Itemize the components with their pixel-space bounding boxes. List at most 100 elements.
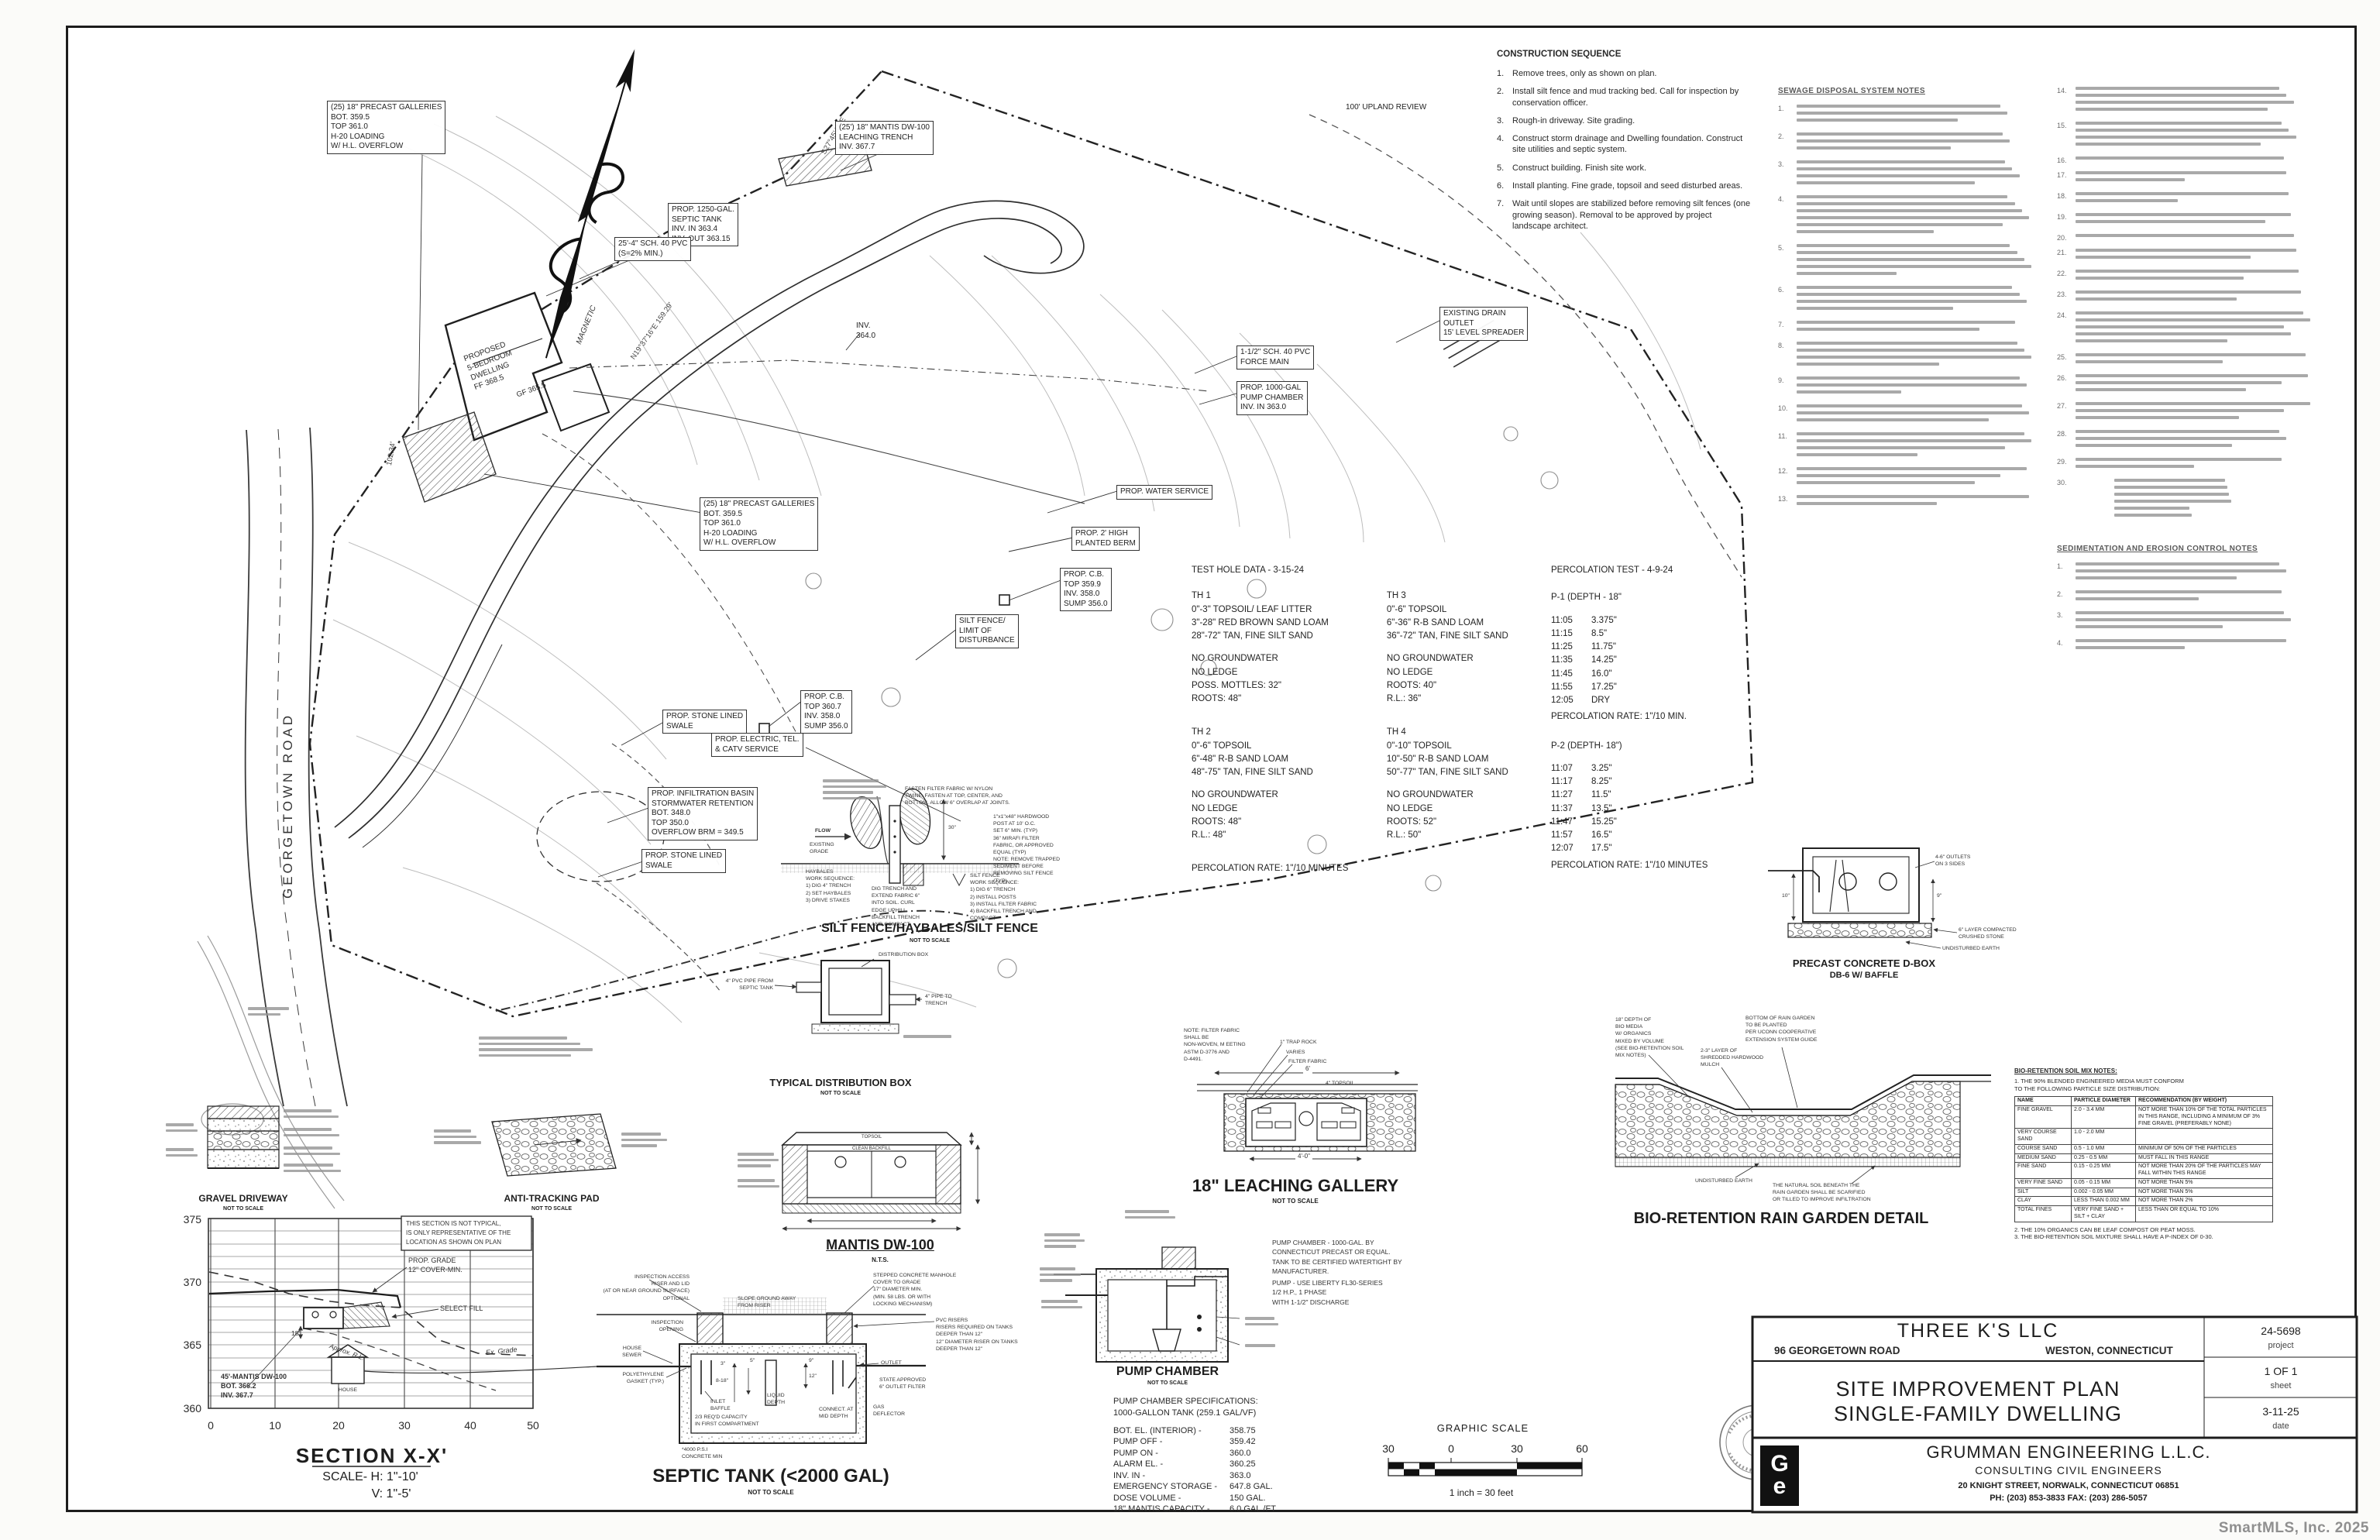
section-xtick: 50 — [527, 1419, 539, 1432]
section-title: SECTION X-X' — [295, 1444, 449, 1467]
mantis-topsoil-label: TOPSOIL — [862, 1135, 882, 1140]
septic-5in-dim: 5" — [750, 1358, 755, 1363]
raingarden-undisturbed-label: UNDISTURBED EARTH — [1695, 1178, 1752, 1184]
dbox-top-label: DISTRIBUTION BOX — [879, 952, 929, 957]
detail-title-silt-fence: SILT FENCE/HAYBALES/SILT FENCE — [821, 922, 1038, 935]
soil-mix-note3: 3. THE BIO-RETENTION SOIL MIXTURE SHALL … — [2014, 1232, 2213, 1240]
note-item: 10. — [1778, 404, 2034, 425]
watermark: SmartMLS, Inc. 2025 — [2218, 1520, 2369, 1536]
upland-review-line — [1309, 114, 1742, 578]
section-ytick: 365 — [183, 1339, 201, 1351]
note-item: 29. — [2057, 458, 2313, 472]
pump-spec-row: PUMP OFF -359.42 — [1113, 1437, 1256, 1447]
utility-lines — [542, 359, 1209, 737]
sheet-border — [66, 26, 2357, 1512]
title-drawing-line2: SINGLE-FAMILY DWELLING — [1833, 1402, 2123, 1425]
detail-title-leaching-gallery: 18" LEACHING GALLERY — [1192, 1176, 1399, 1195]
note-item: 17. — [2057, 171, 2313, 185]
title-sheet-number: 1 OF 1 — [2264, 1365, 2298, 1377]
soil-mix-note1: 1. THE 90% BLENDED ENGINEERED MEDIA MUST… — [2014, 1078, 2184, 1093]
plan-callout: 25'-4" SCH. 40 PVC(S=2% MIN.) — [614, 237, 692, 261]
detail-title-distribution-box: TYPICAL DISTRIBUTION BOX — [769, 1077, 912, 1088]
pump-spec-row: EMERGENCY STORAGE -647.8 GAL. — [1113, 1482, 1273, 1492]
mantis-dw100-detail — [781, 1132, 981, 1232]
gravel-driveway-detail — [207, 1105, 280, 1169]
note-item: 4. — [1778, 195, 2034, 237]
degraded-label — [738, 1179, 780, 1191]
degraded-label — [1245, 1317, 1281, 1329]
detail-sub-mantis: N.T.S. — [872, 1256, 889, 1263]
note-item: 2. — [1778, 132, 2034, 153]
driveway-edges — [334, 200, 1085, 848]
degraded-label — [284, 1128, 352, 1140]
detail-title-precast-dbox: PRECAST CONCRETE D-BOX — [1792, 957, 1936, 969]
note-item: 15. — [2057, 122, 2313, 150]
note-item: 1. — [2057, 562, 2313, 583]
test-hole-perc-rate: PERCOLATION RATE: 1"/10 MINUTES — [1192, 864, 1349, 874]
degraded-label — [1041, 1300, 1086, 1311]
note-item: 6. — [1778, 286, 2034, 314]
note-item: 8. — [1778, 342, 2034, 370]
detail-sub-silt-fence: NOT TO SCALE — [910, 938, 950, 944]
septic-outlet-label: OUTLET — [881, 1360, 902, 1366]
note-item: 26. — [2057, 374, 2313, 395]
septic-9in-dim: 9" — [809, 1358, 814, 1363]
soil-mix-title: BIO-RETENTION SOIL MIX NOTES: — [2014, 1067, 2117, 1074]
section-ytick: 375 — [183, 1213, 201, 1225]
section-xtick: 20 — [332, 1419, 345, 1432]
construction-sequence: CONSTRUCTION SEQUENCE 1.Remove trees, on… — [1497, 50, 1752, 239]
leaching-gallery-detail — [1197, 1043, 1418, 1162]
degraded-label — [1245, 1344, 1281, 1350]
precast-dbox-detail — [1768, 847, 1958, 949]
note-item: 4. — [2057, 639, 2313, 653]
detail-title-pump-chamber: PUMP CHAMBER — [1116, 1365, 1219, 1378]
detail-title-rain-garden: BIO-RETENTION RAIN GARDEN DETAIL — [1633, 1210, 1929, 1227]
title-sheet-label: sheet — [2270, 1381, 2292, 1390]
detail-sub-precast-dbox: DB-6 W/ BAFFLE — [1829, 971, 1899, 980]
note-item: 11. — [1778, 432, 2034, 460]
title-project-number: 24-5698 — [2261, 1325, 2301, 1337]
title-block-rules — [1751, 1315, 2358, 1514]
gallery-width-dim: 4'-0" — [1295, 1153, 1312, 1161]
note-item: 25. — [2057, 353, 2313, 367]
anti-tracking-pad-detail — [491, 1113, 617, 1177]
graphic-scale-title: GRAPHIC SCALE — [1436, 1422, 1529, 1434]
note-item: 3. — [2057, 611, 2313, 632]
pump-spec-row: PUMP ON -360.0 — [1113, 1448, 1251, 1458]
note-item: 2. — [2057, 590, 2313, 604]
degraded-label — [621, 1133, 672, 1150]
gallery-traprock-label: 1" TRAP ROCK — [1280, 1040, 1317, 1045]
construction-step: 2.Install silt fence and mud tracking be… — [1497, 87, 1739, 108]
section-xtick: 10 — [269, 1419, 281, 1432]
construction-step: 3.Rough-in driveway. Site grading. — [1497, 115, 1635, 125]
detail-sub-septic-tank: NOT TO SCALE — [748, 1489, 794, 1496]
gallery-fabric-label: FILTER FABRIC — [1288, 1059, 1327, 1064]
